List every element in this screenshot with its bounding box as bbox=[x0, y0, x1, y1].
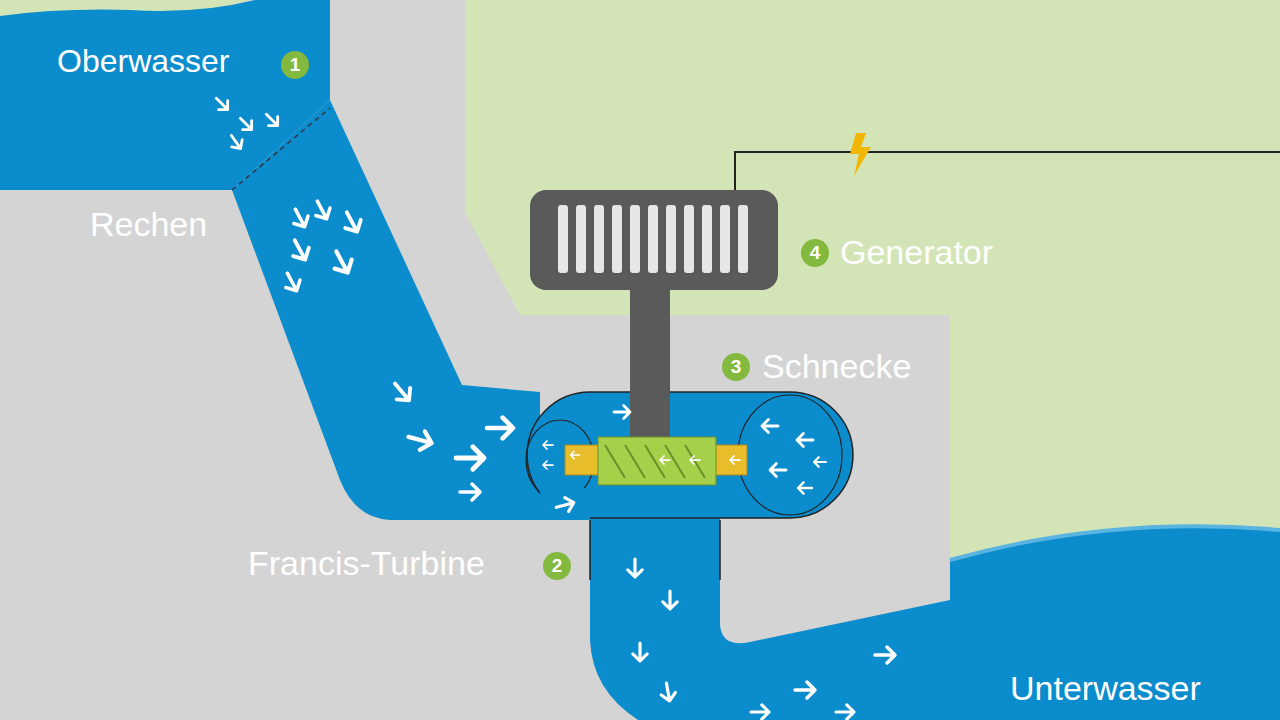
flow-arrow bbox=[543, 461, 553, 469]
flow-arrow bbox=[554, 496, 575, 515]
flow-arrow bbox=[660, 456, 670, 464]
runner-blades bbox=[605, 445, 705, 478]
flow-arrow bbox=[226, 132, 246, 152]
part-label: Rechen bbox=[90, 206, 207, 243]
power-line bbox=[735, 152, 1280, 190]
generator-slot bbox=[702, 205, 712, 273]
flow-arrow bbox=[328, 247, 356, 277]
generator-slot bbox=[594, 205, 604, 273]
generator-housing bbox=[530, 190, 778, 290]
flow-arrow bbox=[836, 705, 854, 719]
flow-arrow bbox=[212, 94, 232, 114]
callout-number: 3 bbox=[721, 352, 751, 382]
land-area bbox=[465, 0, 1280, 560]
part-label: Unterwasser bbox=[1010, 670, 1201, 707]
part-label: Schnecke bbox=[762, 348, 911, 385]
flow-arrow bbox=[795, 682, 815, 698]
callout-circle: 1 bbox=[280, 50, 310, 80]
callout-disc bbox=[722, 353, 750, 381]
flow-arrow bbox=[770, 464, 786, 477]
flow-arrow bbox=[798, 482, 812, 493]
water-surface bbox=[950, 526, 1280, 560]
callout-number: 1 bbox=[280, 50, 310, 80]
flow-arrow bbox=[310, 197, 334, 222]
flow-arrow bbox=[730, 456, 740, 464]
flow-arrow bbox=[236, 114, 256, 134]
penstock bbox=[232, 100, 540, 520]
flow-arrow bbox=[571, 451, 580, 458]
generator-slot bbox=[630, 205, 640, 273]
generator-slots bbox=[558, 205, 748, 273]
flow-arrow bbox=[614, 406, 630, 419]
callout-number: 2 bbox=[542, 551, 572, 581]
callout-number: 4 bbox=[800, 238, 830, 268]
draft-tube-and-lower-water bbox=[590, 495, 1280, 720]
shaft bbox=[630, 290, 670, 440]
flow-arrow bbox=[875, 647, 895, 663]
flow-arrow bbox=[797, 434, 813, 447]
flow-arrow bbox=[388, 378, 416, 406]
part-label: Oberwasser bbox=[57, 44, 230, 79]
generator-slot bbox=[666, 205, 676, 273]
callout-disc bbox=[543, 552, 571, 580]
rake-line bbox=[232, 108, 330, 190]
generator-slot bbox=[612, 205, 622, 273]
callout-disc bbox=[801, 239, 829, 267]
generator-slot bbox=[738, 205, 748, 273]
flow-arrow bbox=[751, 705, 769, 719]
flow-arrow bbox=[814, 457, 826, 467]
flow-arrow bbox=[663, 591, 677, 609]
flow-arrow bbox=[406, 428, 434, 453]
flow-arrow bbox=[762, 420, 778, 433]
generator-slot bbox=[684, 205, 694, 273]
francis-runner bbox=[598, 437, 716, 485]
part-label: Francis-Turbine bbox=[248, 545, 485, 582]
flow-arrow bbox=[287, 236, 313, 264]
flow-arrow bbox=[280, 269, 304, 294]
callout-circle: 2 bbox=[542, 551, 572, 581]
generator-slot bbox=[576, 205, 586, 273]
flow-arrow bbox=[288, 205, 312, 230]
flow-arrow bbox=[690, 456, 700, 464]
flow-arrow bbox=[339, 208, 365, 236]
callout-disc bbox=[281, 51, 309, 79]
flow-arrow bbox=[487, 418, 513, 439]
flow-arrow bbox=[633, 643, 647, 661]
flow-arrow bbox=[460, 484, 480, 500]
callout-circle: 3 bbox=[721, 352, 751, 382]
generator-slot bbox=[720, 205, 730, 273]
flow-arrow bbox=[262, 110, 282, 130]
callout-circle: 4 bbox=[800, 238, 830, 268]
draft-tube-edges bbox=[590, 520, 720, 580]
flow-arrow bbox=[628, 559, 642, 577]
flow-arrow bbox=[659, 682, 676, 702]
flow-arrow bbox=[456, 447, 484, 469]
flow-arrow bbox=[543, 441, 553, 449]
casing-end-ring bbox=[738, 395, 842, 515]
generator-slot bbox=[558, 205, 568, 273]
generator-slot bbox=[648, 205, 658, 273]
lightning-symbol bbox=[850, 133, 871, 176]
part-label: Generator bbox=[840, 234, 993, 271]
casing-joint bbox=[540, 488, 590, 520]
